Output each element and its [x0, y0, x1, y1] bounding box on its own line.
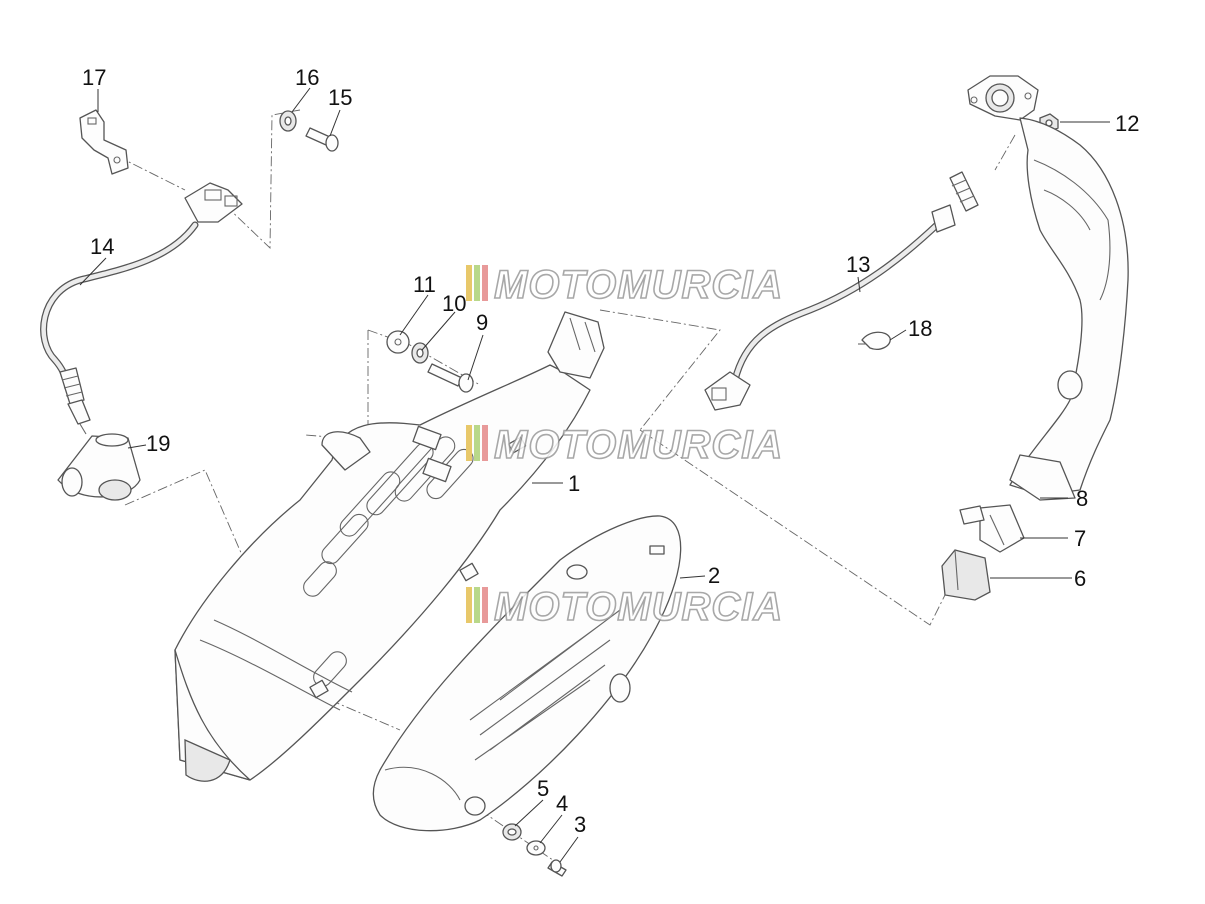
callout-9: 9 [476, 310, 488, 335]
callout-1: 1 [568, 471, 580, 496]
muffler-fins [303, 436, 474, 687]
callout-8: 8 [1076, 486, 1088, 511]
bracket-part-17 [79, 109, 129, 175]
watermark-text: MOTOMURCIA [494, 263, 783, 307]
callout-10: 10 [442, 291, 466, 316]
rubber-cap-part-19 [57, 433, 141, 501]
washer-part-11 [386, 330, 410, 354]
callout-19: 19 [146, 431, 170, 456]
watermark-middle: MOTOMURCIA [466, 422, 783, 468]
lambda-sensor-part-13 [704, 171, 979, 411]
callout-3: 3 [574, 812, 586, 837]
watermark-stripe-3 [482, 265, 488, 301]
lambda-sensor-part-14 [40, 182, 243, 435]
callout-14: 14 [90, 234, 114, 259]
bolt-part-3 [547, 859, 567, 877]
sensor-part-7 [959, 504, 1025, 553]
watermark-text: MOTOMURCIA [494, 585, 783, 629]
washer-part-16 [279, 110, 297, 132]
callout-17: 17 [82, 65, 106, 90]
assembly-lines [84, 109, 1016, 866]
watermark-stripe-3 [482, 425, 488, 461]
callout-12: 12 [1115, 111, 1139, 136]
watermark-stripe-2 [474, 265, 480, 301]
callout-11: 11 [413, 272, 436, 297]
watermark-stripe-1 [466, 425, 472, 461]
bolt-part-15 [305, 127, 339, 152]
watermark-stripe-1 [466, 587, 472, 623]
callout-2: 2 [708, 563, 720, 588]
watermark-bottom: MOTOMURCIA [466, 584, 783, 630]
watermark-stripe-3 [482, 587, 488, 623]
callout-18: 18 [908, 316, 932, 341]
exhaust-manifold-part-8 [967, 75, 1129, 501]
callout-6: 6 [1074, 566, 1086, 591]
watermark-stripe-2 [474, 587, 480, 623]
callout-4: 4 [556, 791, 568, 816]
callout-15: 15 [328, 85, 352, 110]
watermark-text: MOTOMURCIA [494, 423, 783, 467]
washer-part-4 [526, 840, 546, 856]
heat-shield-part-2 [372, 515, 682, 832]
bolt-part-9 [427, 363, 474, 393]
spacer-part-5 [502, 823, 522, 841]
callout-16: 16 [295, 65, 319, 90]
watermark-top: MOTOMURCIA [466, 262, 783, 308]
callout-13: 13 [846, 252, 870, 277]
callout-7: 7 [1074, 526, 1086, 551]
callout-5: 5 [537, 776, 549, 801]
leader-lines [79, 87, 1110, 863]
watermark-stripe-2 [474, 425, 480, 461]
callout-labels: 17 16 15 14 19 11 10 9 1 2 5 4 3 13 18 1… [82, 65, 1139, 837]
watermark-stripe-1 [466, 265, 472, 301]
sleeve-part-6 [941, 549, 991, 601]
muffler-part-1 [174, 311, 605, 782]
cable-clip-part-18 [858, 331, 891, 350]
